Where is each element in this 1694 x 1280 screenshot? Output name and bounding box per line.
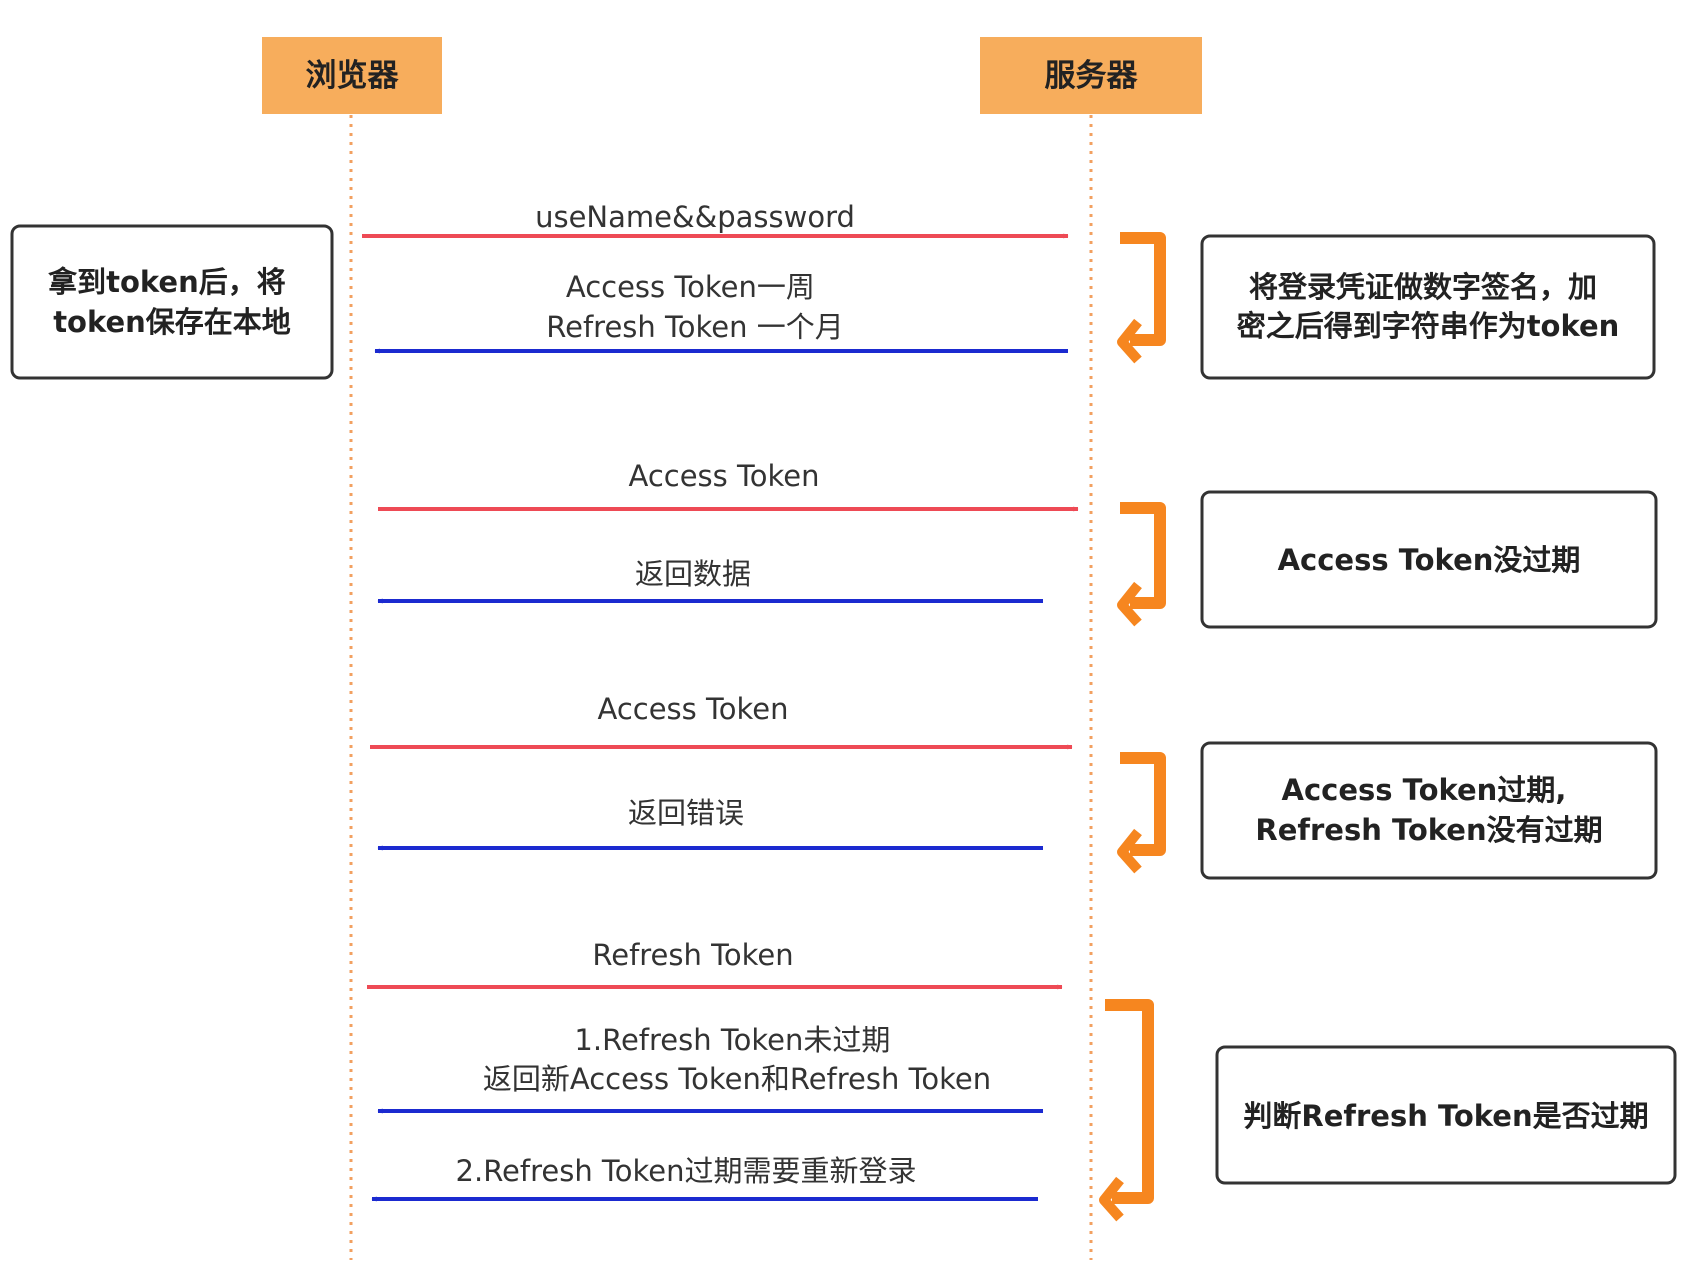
message-refresh-request: Refresh Token (367, 938, 1063, 990)
message-refresh-expired: 2.Refresh Token过期需要重新登录 (371, 1154, 1038, 1202)
server-process-bracket-2 (1117, 502, 1166, 627)
server-actor: 服务器 (980, 37, 1202, 114)
server-process-bracket-3 (1117, 752, 1166, 874)
svg-text:拿到token后，将 token保存在本地: 拿到token后，将 token保存在本地 (47, 265, 296, 339)
note-access-expired-line-2: Refresh Token没有过期 (1255, 813, 1602, 847)
note-server-sign-line-1: 将登录凭证做数字签名，加 (1249, 270, 1597, 304)
server-actor-label: 服务器 (1045, 58, 1139, 94)
browser-actor-label: 浏览器 (306, 58, 400, 94)
note-access-valid-line-1: Access Token没过期 (1278, 543, 1581, 577)
note-access-token-valid: Access Token没过期 (1200, 490, 1658, 629)
browser-actor: 浏览器 (262, 37, 442, 114)
svg-text:1.Refresh Token未过期 返回新Ac: 1.Refresh Token未过期 返回新Access Token和Refre… (483, 1023, 991, 1096)
message-issue-tokens-label-1: Access Token一周 (566, 270, 815, 304)
note-browser-store-token: 拿到token后，将 token保存在本地 (10, 224, 334, 380)
svg-text:useName&&password: useName&&password (535, 200, 855, 234)
note-server-sign-line-2: 密之后得到字符串作为token (1237, 309, 1620, 343)
message-return-data: 返回数据 (377, 557, 1043, 604)
message-login: useName&&password (362, 200, 1069, 239)
message-access-request-1-label-1: Access Token (628, 459, 819, 493)
message-refresh-expired-label-1: 2.Refresh Token过期需要重新登录 (456, 1154, 917, 1188)
svg-text:Access Token: Access Token (597, 692, 788, 726)
message-login-label-1: useName&&password (535, 200, 855, 234)
message-refresh-ok: 1.Refresh Token未过期 返回新Access Token和Refre… (377, 1023, 1043, 1114)
server-process-bracket-1 (1117, 232, 1166, 364)
message-issue-tokens: Access Token一周 Refresh Token 一个月 (374, 270, 1068, 354)
note-browser-store-line-2: token保存在本地 (53, 305, 291, 339)
note-server-sign-token: 将登录凭证做数字签名，加 密之后得到字符串作为token (1200, 234, 1656, 380)
server-process-bracket-4 (1099, 999, 1154, 1222)
svg-text:Access Token没过期: Access Token没过期 (1278, 543, 1581, 577)
note-refresh-token-check: 判断Refresh Token是否过期 (1215, 1045, 1677, 1185)
note-access-token-expired: Access Token过期, Refresh Token没有过期 (1200, 741, 1658, 880)
message-return-error: 返回错误 (377, 796, 1043, 851)
svg-text:2.Refresh Token过期需要重新登录: 2.Refresh Token过期需要重新登录 (456, 1154, 917, 1188)
message-access-request-1: Access Token (378, 459, 1079, 512)
message-return-data-label-1: 返回数据 (635, 557, 751, 591)
message-refresh-request-label-1: Refresh Token (592, 938, 793, 972)
svg-text:Access Token一周 Refresh T: Access Token一周 Refresh Token 一个月 (546, 270, 843, 344)
message-access-request-2-label-1: Access Token (597, 692, 788, 726)
message-return-error-label-1: 返回错误 (628, 796, 744, 830)
message-refresh-ok-label-1: 1.Refresh Token未过期 (574, 1023, 890, 1057)
note-access-expired-line-1: Access Token过期, (1282, 773, 1567, 807)
svg-text:Access Token: Access Token (628, 459, 819, 493)
svg-text:判断Refresh Token是否过期: 判断Refresh Token是否过期 (1243, 1099, 1648, 1133)
message-refresh-ok-label-2: 返回新Access Token和Refresh Token (483, 1062, 991, 1096)
svg-text:将登录凭证做数字签名，加 密之后得到字符串作为t: 将登录凭证做数字签名，加 密之后得到字符串作为token (1237, 270, 1620, 343)
svg-text:返回错误: 返回错误 (628, 796, 744, 830)
svg-text:返回数据: 返回数据 (635, 557, 751, 591)
message-issue-tokens-label-2: Refresh Token 一个月 (546, 310, 843, 344)
message-access-request-2: Access Token (370, 692, 1073, 750)
svg-text:Access Token过期, Refresh: Access Token过期, Refresh Token没有过期 (1255, 773, 1602, 847)
note-browser-store-line-1: 拿到token后，将 (47, 265, 286, 299)
svg-text:Refresh Token: Refresh Token (592, 938, 793, 972)
note-refresh-check-line-1: 判断Refresh Token是否过期 (1243, 1099, 1648, 1133)
